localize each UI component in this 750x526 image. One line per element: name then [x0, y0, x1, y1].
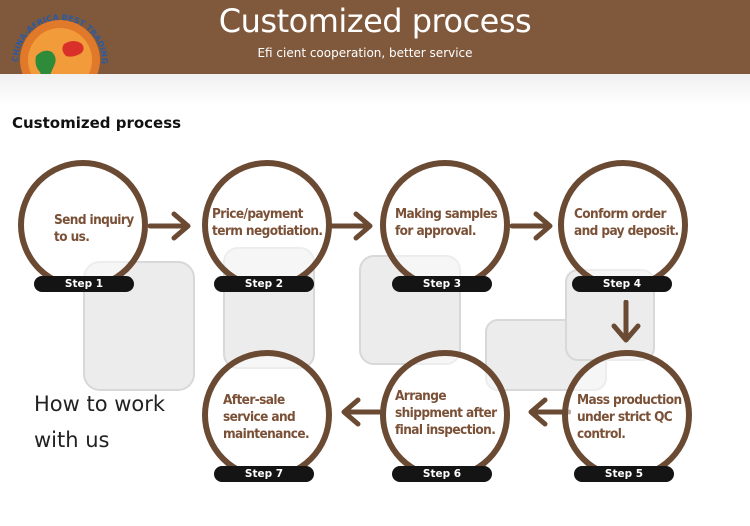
arrow-right-2-icon — [330, 211, 373, 241]
step-6-text-line: shippment after — [395, 405, 497, 421]
arrow-right-3-icon — [510, 211, 553, 241]
step-2-text-line: Price/payment — [212, 206, 303, 222]
backpack-image-1 — [83, 261, 195, 391]
step-7-text: After-sale service and maintenance. — [223, 392, 310, 443]
step-6-circle — [380, 350, 510, 480]
banner-shadow — [0, 74, 750, 106]
step-5-text-line: under strict QC — [577, 409, 673, 425]
step-4-label: Step 4 — [572, 276, 672, 292]
arrow-right-1-icon — [148, 211, 191, 241]
step-5-text-line: control. — [577, 426, 626, 442]
step-5-text-line: Mass production — [577, 392, 682, 408]
step-6-text: Arrange shippment after final inspection… — [395, 388, 497, 439]
step-6-text-line: final inspection. — [395, 422, 496, 438]
step-1-text-line: to us. — [54, 229, 90, 245]
step-7-text-line: maintenance. — [223, 426, 310, 442]
step-1-text: Send inquiry to us. — [54, 212, 134, 246]
step-3-label: Step 3 — [392, 276, 492, 292]
step-4-text: Conform order and pay deposit. — [574, 206, 679, 240]
step-2-circle — [202, 160, 332, 290]
arrow-down-icon — [611, 300, 641, 343]
step-4-text-line: Conform order — [574, 206, 666, 222]
step-2-label: Step 2 — [214, 276, 314, 292]
how-to-work-line: with us — [34, 428, 110, 452]
step-4-text-line: and pay deposit. — [574, 223, 679, 239]
step-6-label: Step 6 — [392, 466, 492, 482]
step-3-text-line: for approval. — [395, 223, 476, 239]
step-1-circle — [18, 160, 148, 290]
how-to-work-text: How to work with us — [34, 386, 165, 458]
how-to-work-line: How to work — [34, 392, 166, 416]
step-7-text-line: After-sale — [223, 392, 285, 408]
arrow-left-2-icon — [341, 397, 384, 427]
step-1-text-line: Send inquiry — [54, 212, 134, 228]
step-5-circle — [562, 350, 692, 480]
banner-title: Customized process — [218, 2, 532, 40]
step-1-label: Step 1 — [34, 276, 134, 292]
step-3-circle — [380, 160, 510, 290]
step-3-text: Making samples for approval. — [395, 206, 498, 240]
step-5-text: Mass production under strict QC control. — [577, 392, 682, 443]
section-title: Customized process — [12, 114, 182, 132]
step-7-label: Step 7 — [214, 466, 314, 482]
step-2-text-line: term negotiation. — [212, 223, 323, 239]
banner-subtitle: Efi cient cooperation, better service — [257, 46, 473, 60]
step-7-text-line: service and — [223, 409, 296, 425]
header-banner: Customized process Efi cient cooperation… — [0, 0, 750, 74]
step-6-text-line: Arrange — [395, 388, 447, 404]
step-3-text-line: Making samples — [395, 206, 498, 222]
step-4-circle — [558, 160, 688, 290]
step-5-label: Step 5 — [574, 466, 674, 482]
step-2-text: Price/payment term negotiation. — [212, 206, 323, 240]
